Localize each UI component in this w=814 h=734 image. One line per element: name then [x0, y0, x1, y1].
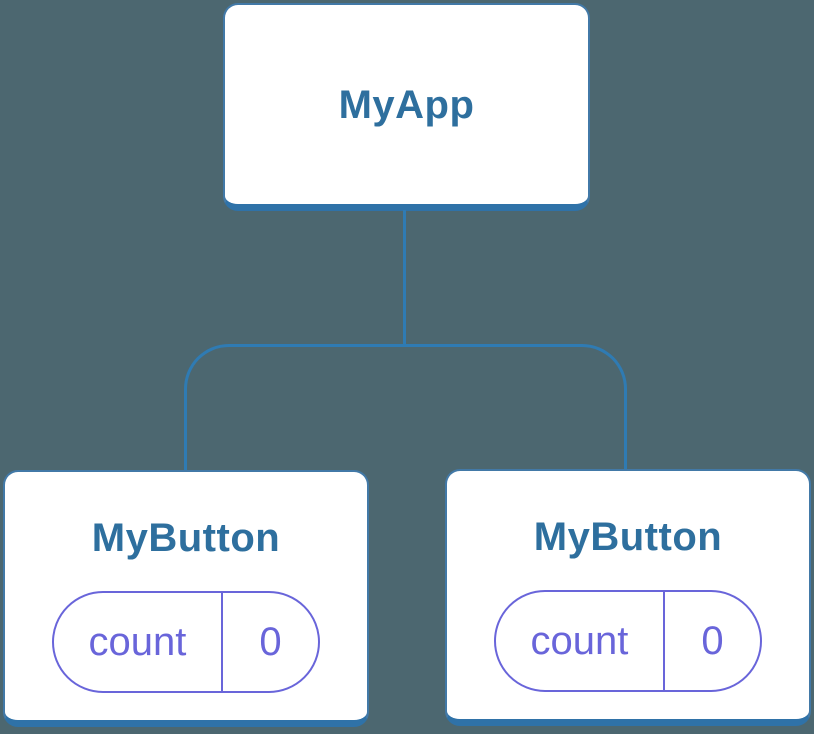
state-key: count [496, 592, 665, 690]
state-value: 0 [701, 618, 724, 663]
component-node-myapp: MyApp [223, 3, 590, 211]
connector-bracket [184, 344, 627, 471]
state-value: 0 [259, 619, 282, 664]
node-label-myapp: MyApp [338, 82, 475, 127]
component-node-mybutton-2: MyButton count 0 [445, 469, 811, 726]
node-label-mybutton-2: MyButton [533, 515, 723, 559]
connector-stem [403, 210, 406, 345]
state-pill: count 0 [52, 591, 320, 693]
state-pill: count 0 [494, 590, 762, 692]
state-key: count [54, 593, 223, 691]
node-label-mybutton-1: MyButton [91, 516, 281, 560]
component-node-mybutton-1: MyButton count 0 [3, 470, 369, 727]
